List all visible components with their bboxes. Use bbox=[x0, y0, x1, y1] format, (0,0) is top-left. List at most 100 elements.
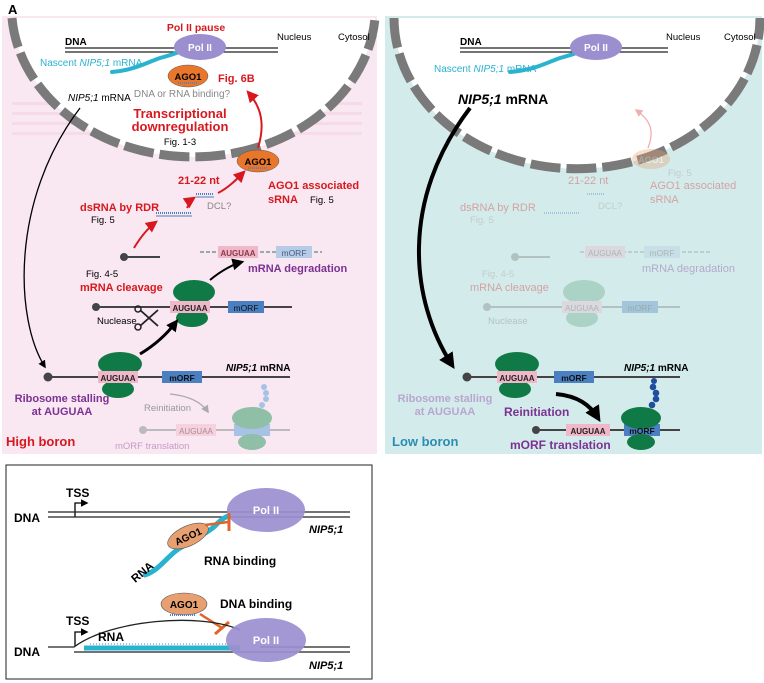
morf-degraded: mORF bbox=[281, 248, 306, 258]
nip51-mrna-stalled-label: NIP5;1 mRNA bbox=[226, 363, 290, 374]
rna-binding-label: RNA binding bbox=[204, 554, 276, 568]
tss-label-2: TSS bbox=[66, 614, 89, 628]
morf-cleavage: mORF bbox=[233, 303, 258, 313]
pol-ii-b2 bbox=[226, 618, 306, 662]
mrna-degradation-label: mRNA degradation bbox=[248, 263, 347, 275]
svg-text:AGO1: AGO1 bbox=[638, 155, 664, 165]
morf-translation-label: mORF translation bbox=[510, 438, 611, 452]
ago1-nucleus bbox=[167, 64, 209, 88]
low-boron-label: Low boron bbox=[392, 434, 458, 449]
panel-low-boron: DNA Pol II Nucleus Cytosol Nascent NIP5;… bbox=[385, 16, 764, 454]
dna-label-low: DNA bbox=[460, 37, 482, 48]
nip51-b1-label: NIP5;1 bbox=[309, 524, 343, 536]
dna-label-b1: DNA bbox=[14, 511, 40, 525]
nt-label: 21-22 nt bbox=[178, 175, 220, 187]
nip51-mrna-low-main-label: NIP5;1 mRNA bbox=[624, 363, 688, 374]
fig-1-3-label: Fig. 1-3 bbox=[164, 137, 196, 148]
nascent-mrna-low-label: Nascent NIP5;1 mRNA bbox=[434, 64, 537, 75]
peptide-chain bbox=[648, 378, 660, 409]
svg-text:dsRNA by RDR: dsRNA by RDR bbox=[460, 202, 536, 214]
svg-text:Nuclease: Nuclease bbox=[488, 316, 528, 327]
binding-question: DNA or RNA binding? bbox=[134, 89, 231, 100]
ribosome-large-stalled bbox=[98, 352, 142, 376]
nip51-mrna-label: NIP5;1 mRNA bbox=[68, 93, 131, 104]
at-auguaa-label: at AUGUAA bbox=[32, 406, 93, 418]
ago1-import-arrow bbox=[246, 90, 263, 149]
nuclear-envelope-low bbox=[389, 17, 764, 174]
svg-text:Fig. 5: Fig. 5 bbox=[470, 215, 494, 226]
fig-5-label-a: Fig. 5 bbox=[310, 195, 334, 206]
pol-ii-b2-label: Pol II bbox=[253, 635, 279, 647]
transcriptional-label: Transcriptional bbox=[133, 106, 226, 121]
export-arrow bbox=[417, 106, 472, 370]
auguaa-cleavage: AUGUAA bbox=[172, 304, 207, 313]
nip51-mrna-low-label: NIP5;1 mRNA bbox=[458, 91, 548, 107]
dcl-label: DCL? bbox=[207, 201, 231, 212]
fig-5-label-b: Fig. 5 bbox=[91, 215, 115, 226]
auguaa-degraded: AUGUAA bbox=[220, 249, 255, 258]
ago1-b1 bbox=[167, 522, 209, 550]
pol-ii bbox=[174, 34, 226, 60]
downregulation-label: downregulation bbox=[132, 119, 229, 134]
tss-label-1: TSS bbox=[66, 486, 89, 500]
fig-4-5-label: Fig. 4-5 bbox=[86, 269, 118, 280]
ago1-b2-label: AGO1 bbox=[170, 600, 199, 611]
nucleus-label: Nucleus bbox=[277, 32, 312, 43]
pol-ii-b1-label: Pol II bbox=[253, 505, 279, 517]
high-boron-label: High boron bbox=[6, 434, 75, 449]
srna-label: sRNA bbox=[268, 194, 298, 206]
svg-text:21-22 nt: 21-22 nt bbox=[568, 175, 608, 187]
dna-label-b2: DNA bbox=[14, 645, 40, 659]
pol-ii-pause-label: Pol II pause bbox=[167, 22, 226, 34]
ago1-cytosol-label: AGO1 bbox=[245, 157, 273, 168]
panel-b-frame bbox=[5, 464, 373, 680]
panel-high-boron: DNA Pol II Pol II pause Nucleus Cytosol … bbox=[2, 16, 380, 454]
svg-text:DCL?: DCL? bbox=[598, 201, 622, 212]
cytosol-label: Cytosol bbox=[338, 32, 370, 43]
at-auguaa-low-label: at AUGUAA bbox=[415, 406, 476, 418]
svg-text:Fig. 5: Fig. 5 bbox=[668, 168, 692, 179]
pol-ii-low bbox=[570, 34, 622, 60]
ribosome-large-cleavage bbox=[173, 280, 215, 304]
dsrna-label: dsRNA by RDR bbox=[80, 202, 159, 214]
nucleus-low-label: Nucleus bbox=[666, 32, 701, 43]
peptide-chain-faded bbox=[259, 384, 269, 408]
ago1-associated-label: AGO1 associated bbox=[268, 180, 359, 192]
auguaa-stalled: AUGUAA bbox=[100, 374, 135, 383]
auguaa-translation: AUGUAA bbox=[570, 427, 605, 436]
svg-text:sRNA: sRNA bbox=[650, 194, 679, 206]
morf-translation-box: mORF bbox=[629, 426, 655, 436]
pol-ii-label: Pol II bbox=[188, 43, 212, 54]
svg-text:mORF: mORF bbox=[649, 248, 674, 258]
tss-arrow-2 bbox=[74, 628, 89, 646]
panel-b: TSS DNA Pol II NIP5;1 AGO1 RNA RNA bindi… bbox=[5, 464, 373, 680]
ribosome-small-stalled bbox=[102, 380, 134, 398]
rna-label-b2: RNA bbox=[98, 630, 124, 644]
ago1-nucleus-label: AGO1 bbox=[175, 72, 203, 83]
nip51-b2-label: NIP5;1 bbox=[309, 660, 343, 672]
svg-text:mORF: mORF bbox=[627, 303, 652, 313]
suppressed-pathway: AGO1 Fig. 5 AGO1 associated sRNA 21-22 n… bbox=[460, 109, 736, 327]
fig-6b-label: Fig. 6B bbox=[218, 73, 255, 85]
ribosome-stalling-low-label: Ribosome stalling bbox=[398, 393, 493, 405]
dna-label: DNA bbox=[65, 37, 87, 48]
ago1-cytosol bbox=[236, 149, 280, 173]
dna-binding-label: DNA binding bbox=[220, 597, 292, 611]
nascent-mrna-label: Nascent NIP5;1 mRNA bbox=[40, 58, 143, 69]
morf-translation-faded-label: mORF translation bbox=[115, 441, 189, 452]
svg-text:AUGUAA: AUGUAA bbox=[588, 249, 622, 258]
morf-low: mORF bbox=[561, 373, 587, 383]
svg-text:mRNA cleavage: mRNA cleavage bbox=[470, 282, 549, 294]
svg-text:mRNA degradation: mRNA degradation bbox=[642, 263, 735, 275]
auguaa-faded: AUGUAA bbox=[179, 427, 213, 436]
ribosome-small-cleavage bbox=[176, 309, 208, 327]
nuclease-label: Nuclease bbox=[97, 316, 137, 327]
reinitiation-low-label: Reinitiation bbox=[504, 405, 569, 419]
scissors-icon bbox=[134, 305, 159, 331]
reinitiation-label: Reinitiation bbox=[144, 403, 191, 414]
auguaa-low: AUGUAA bbox=[499, 374, 534, 383]
panel-label-a: A bbox=[8, 2, 18, 17]
morf-stalled: mORF bbox=[169, 373, 195, 383]
svg-text:AUGUAA: AUGUAA bbox=[565, 304, 599, 313]
pol-ii-b1 bbox=[227, 488, 305, 532]
